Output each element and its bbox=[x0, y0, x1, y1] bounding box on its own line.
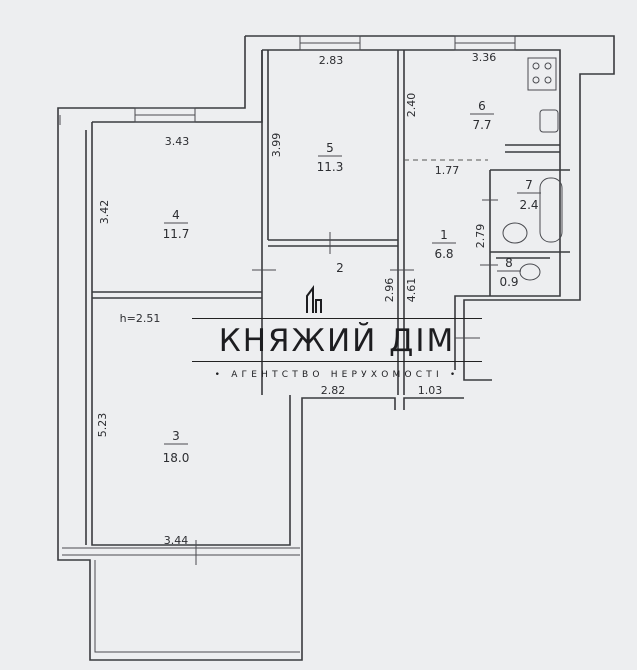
watermark-logo: КНЯЖИЙ ДІМ • АГЕНТСТВО НЕРУХОМОСТІ • bbox=[192, 318, 482, 380]
svg-text:1: 1 bbox=[440, 228, 448, 242]
svg-text:2: 2 bbox=[336, 261, 344, 275]
stove-icon bbox=[527, 57, 557, 91]
svg-text:2.96: 2.96 bbox=[383, 278, 396, 303]
svg-text:2.79: 2.79 bbox=[474, 224, 487, 249]
svg-text:7.7: 7.7 bbox=[472, 118, 491, 132]
svg-text:3.43: 3.43 bbox=[165, 135, 190, 148]
toilet-icon bbox=[519, 263, 541, 281]
svg-text:2.82: 2.82 bbox=[321, 384, 346, 397]
bathtub-icon bbox=[539, 177, 563, 243]
watermark-brand: КНЯЖИЙ ДІМ bbox=[192, 318, 482, 362]
svg-text:2.83: 2.83 bbox=[319, 54, 344, 67]
svg-text:18.0: 18.0 bbox=[163, 451, 190, 465]
svg-text:7: 7 bbox=[525, 178, 533, 192]
dimension-labels: 2.83 3.99 3.36 2.40 3.43 3.42 1.77 2.79 … bbox=[96, 51, 496, 547]
svg-text:3.42: 3.42 bbox=[98, 200, 111, 225]
balcony bbox=[62, 547, 300, 653]
svg-text:11.3: 11.3 bbox=[317, 160, 344, 174]
svg-text:3.36: 3.36 bbox=[472, 51, 497, 64]
door-marks bbox=[59, 115, 498, 565]
svg-text:8: 8 bbox=[505, 256, 513, 270]
svg-text:0.9: 0.9 bbox=[499, 275, 518, 289]
svg-text:5: 5 bbox=[326, 141, 334, 155]
svg-text:2.40: 2.40 bbox=[405, 93, 418, 118]
washbasin-icon bbox=[502, 222, 528, 244]
svg-text:11.7: 11.7 bbox=[163, 227, 190, 241]
svg-text:h=2.51: h=2.51 bbox=[120, 312, 161, 325]
sink-icon bbox=[539, 109, 559, 133]
svg-text:5.23: 5.23 bbox=[96, 413, 109, 438]
watermark-tagline: • АГЕНТСТВО НЕРУХОМОСТІ • bbox=[214, 370, 460, 380]
interior-walls bbox=[85, 50, 570, 545]
svg-text:2.4: 2.4 bbox=[519, 198, 538, 212]
svg-text:1.03: 1.03 bbox=[418, 384, 443, 397]
svg-text:3.44: 3.44 bbox=[164, 534, 189, 547]
svg-text:4: 4 bbox=[172, 208, 180, 222]
logo-building-icon bbox=[306, 285, 322, 313]
svg-text:6: 6 bbox=[478, 99, 486, 113]
svg-text:6.8: 6.8 bbox=[434, 247, 453, 261]
windows bbox=[134, 35, 516, 123]
svg-text:1.77: 1.77 bbox=[435, 164, 460, 177]
room-labels: 5 11.3 6 7.7 4 11.7 1 6.8 7 2.4 8 0.9 2 3 18.0 bbox=[163, 99, 541, 465]
svg-text:4.61: 4.61 bbox=[405, 278, 418, 303]
svg-text:3.99: 3.99 bbox=[270, 133, 283, 158]
svg-text:3: 3 bbox=[172, 429, 180, 443]
